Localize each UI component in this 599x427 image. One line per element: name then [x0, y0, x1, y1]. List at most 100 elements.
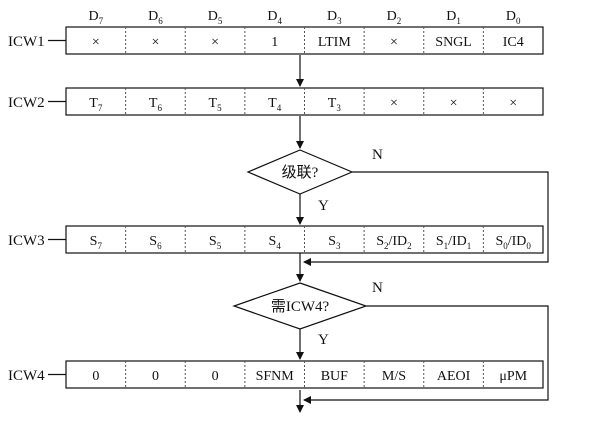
register-cell: ×: [151, 35, 159, 50]
bit-header-d2-subscript: 2: [397, 16, 402, 26]
register-cell: ×: [92, 35, 100, 50]
register-cell-base: ×: [151, 35, 159, 50]
register-cell: S1/ID1: [436, 234, 471, 251]
decision-cascade-question: 级联?: [282, 164, 319, 181]
register-cell: 0: [92, 369, 99, 384]
register-cell-subscript: 0: [503, 241, 508, 251]
register-cell-subscript: 6: [157, 241, 162, 251]
decision-need-icw4-yes-label: Y: [318, 332, 329, 348]
arrow-cascade-no-bypass: [303, 171, 549, 266]
register-row-icw1: ICW1 × × × 1 LTIM × SNGL IC4: [8, 26, 544, 55]
register-cell-base: S: [149, 234, 157, 249]
bit-header-d7-base: D: [89, 9, 99, 24]
register-cell-subscript: 7: [98, 103, 103, 113]
bit-header-d6: D6: [148, 9, 163, 26]
register-cell-tail: /ID: [448, 234, 467, 249]
register-cell-subscript: 5: [217, 241, 222, 251]
register-cell-subscript: 4: [277, 103, 282, 113]
register-cell-tail: /ID: [508, 234, 527, 249]
register-cell-subscript: 6: [157, 103, 162, 113]
register-cell: μPM: [499, 369, 527, 384]
decision-need-icw4-question: 需ICW4?: [271, 298, 330, 315]
register-cell: ×: [509, 96, 517, 111]
register-cell-base: S: [269, 234, 277, 249]
bit-header-d0-base: D: [506, 9, 516, 24]
register-cell: 1: [271, 35, 278, 50]
register-cell-base: BUF: [321, 369, 348, 384]
register-cell-base: 0: [212, 369, 219, 384]
register-cell-base: M/S: [382, 369, 406, 384]
register-cell-base: S: [90, 234, 98, 249]
register-cell-base: S: [328, 234, 336, 249]
register-cell-base: S: [495, 234, 503, 249]
bit-header-d4-base: D: [267, 9, 277, 24]
register-cell-base: S: [209, 234, 217, 249]
register-cell-subscript: 5: [217, 103, 222, 113]
register-cell: T6: [149, 96, 163, 113]
register-label: ICW1: [8, 34, 45, 50]
register-cell-base: T: [328, 96, 337, 111]
register-cell-base: ×: [450, 96, 458, 111]
register-cell-base: ×: [390, 96, 398, 111]
decision-cascade: 级联? N Y: [246, 147, 383, 214]
register-cell: S7: [90, 234, 103, 251]
bit-header-d0-subscript: 0: [516, 16, 521, 26]
register-cell-base: μPM: [499, 369, 527, 384]
register-cell: SFNM: [256, 369, 295, 384]
arrow-need-icw4-no-bypass: [303, 305, 549, 404]
register-label: ICW3: [8, 233, 45, 249]
register-cell: S6: [149, 234, 162, 251]
register-cell-subscript: 3: [336, 241, 341, 251]
register-cell-base: T: [89, 96, 98, 111]
bit-header-d1-base: D: [446, 9, 456, 24]
bit-header-d1: D1: [446, 9, 461, 26]
bit-header-d6-subscript: 6: [158, 16, 163, 26]
bit-header-d7: D7: [89, 9, 104, 26]
register-cell-base: T: [149, 96, 158, 111]
register-cell: S5: [209, 234, 222, 251]
register-cell-base: SFNM: [256, 369, 295, 384]
register-cell-base: LTIM: [318, 35, 351, 50]
register-cell-base: ×: [509, 96, 517, 111]
decision-need-icw4: 需ICW4? N Y: [232, 280, 383, 348]
bit-header-d7-subscript: 7: [99, 16, 104, 26]
register-cell: IC4: [503, 35, 524, 50]
register-cell-tail: /ID: [389, 234, 408, 249]
register-cell: S3: [328, 234, 341, 251]
register-cell-base: 1: [271, 35, 278, 50]
register-cell-subscript2: 1: [467, 241, 472, 251]
bit-header-d4-subscript: 4: [278, 16, 283, 26]
register-cell-base: 0: [152, 369, 159, 384]
register-cell-base: ×: [211, 35, 219, 50]
register-cell: M/S: [382, 369, 406, 384]
register-cell-base: S: [436, 234, 444, 249]
register-cell-subscript: 3: [336, 103, 341, 113]
flow-connectors: [296, 55, 549, 413]
register-cell: ×: [390, 35, 398, 50]
bit-header-d4: D4: [267, 9, 282, 26]
register-cell-subscript: 1: [444, 241, 449, 251]
register-cell-base: 0: [92, 369, 99, 384]
bit-header-d5-base: D: [208, 9, 218, 24]
bit-header-d3-base: D: [327, 9, 337, 24]
register-cell: S0/ID0: [495, 234, 531, 251]
register-cell: T7: [89, 96, 103, 113]
register-label: ICW4: [8, 368, 45, 384]
register-cell-base: IC4: [503, 35, 524, 50]
decision-cascade-yes-label: Y: [318, 198, 329, 214]
register-cell-subscript: 7: [97, 241, 102, 251]
decision-cascade-no-label: N: [372, 147, 383, 163]
register-cell: SNGL: [435, 35, 472, 50]
bit-header-d2: D2: [387, 9, 402, 26]
register-cell-subscript: 2: [384, 241, 389, 251]
bit-header-d3: D3: [327, 9, 342, 26]
register-cell-base: ×: [92, 35, 100, 50]
bit-header-d3-subscript: 3: [337, 16, 342, 26]
register-cell-base: SNGL: [435, 35, 472, 50]
bit-header-d5-subscript: 5: [218, 16, 223, 26]
